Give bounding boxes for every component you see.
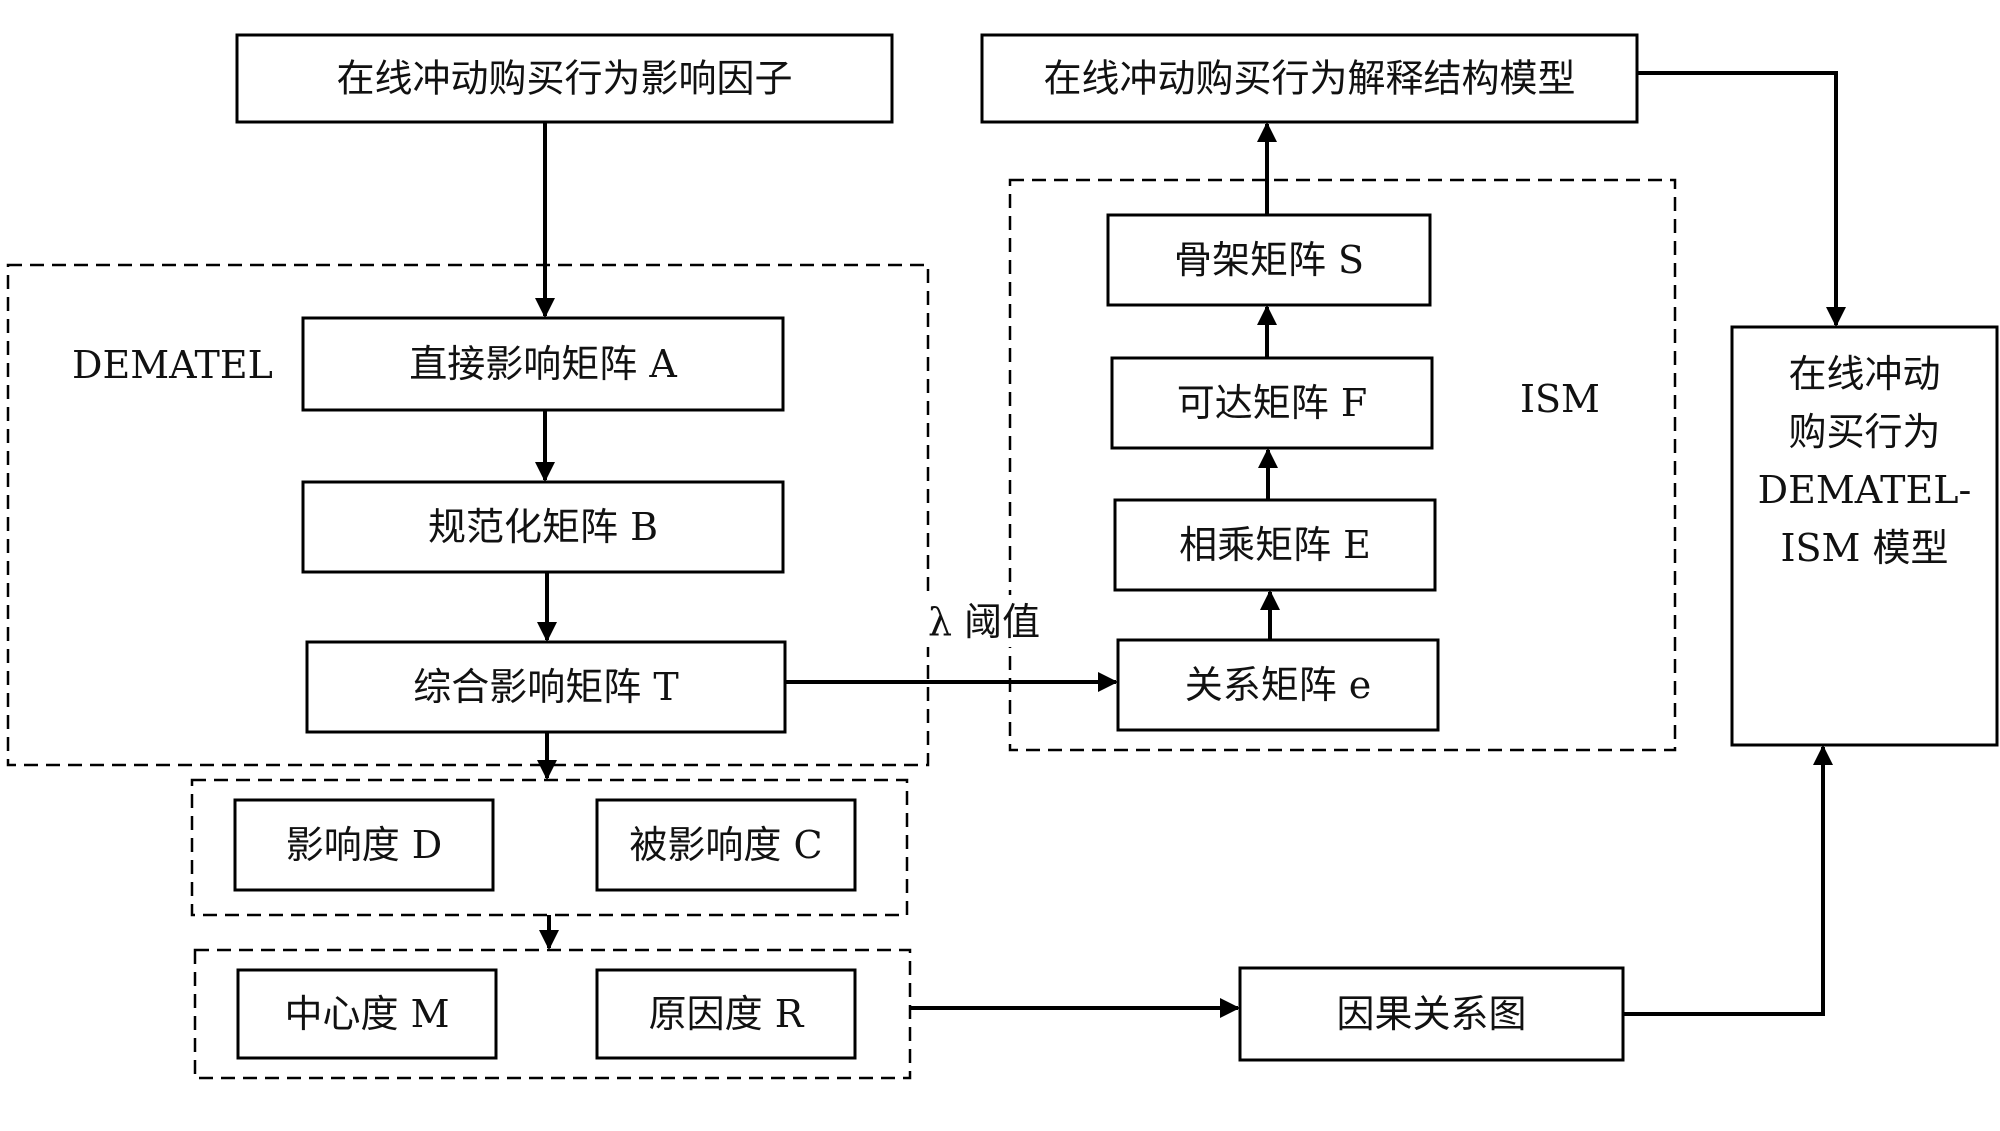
final-model-label-line-1: 在线冲动: [1788, 352, 1940, 396]
cause-r-label: 原因度 R: [649, 992, 805, 1036]
ism-model-box: [980, 33, 1639, 124]
product-e-label: 相乘矩阵 E: [1179, 523, 1371, 567]
ism-model-label: 在线冲动购买行为解释结构模型: [1043, 57, 1575, 101]
matrix-t-box: [305, 640, 787, 734]
skeleton-s-label: 骨架矩阵 S: [1174, 238, 1364, 282]
dematel-group: [6, 263, 930, 767]
matrix-t-label: 综合影响矩阵 T: [413, 665, 678, 709]
final-model-box: [1730, 325, 1999, 747]
threshold-label-bg: [890, 595, 1050, 647]
threshold-label: λ 阈值: [928, 600, 1040, 644]
cause-r-box: [595, 968, 857, 1060]
relation-e-label: 关系矩阵 e: [1185, 663, 1372, 707]
matrix-a-box: [301, 316, 785, 412]
final-model-label-line-3: DEMATEL-: [1758, 468, 1972, 512]
arrow-causal-graph-to-final: [1623, 745, 1833, 1016]
factors-box: [235, 33, 894, 124]
degree-c-label: 被影响度 C: [629, 823, 822, 867]
arrow-ism-model-to-final: [1637, 71, 1846, 327]
degree-dc-group: [190, 778, 909, 917]
reach-f-label: 可达矩阵 F: [1177, 381, 1367, 425]
degree-d-label: 影响度 D: [286, 823, 443, 867]
ism-group: [1008, 178, 1677, 752]
matrix-b-box: [301, 480, 785, 574]
center-m-box: [236, 968, 498, 1060]
factors-label: 在线冲动购买行为影响因子: [336, 57, 792, 101]
causal-graph-label: 因果关系图: [1336, 992, 1526, 1036]
relation-e-box: [1116, 638, 1440, 732]
product-e-box: [1113, 498, 1437, 592]
degree-mr-group: [193, 948, 912, 1080]
ism-group-label: ISM: [1520, 377, 1600, 421]
degree-d-box: [233, 798, 495, 892]
final-model-label-line-4: ISM 模型: [1780, 526, 1948, 570]
center-m-label: 中心度 M: [285, 992, 450, 1036]
causal-graph-box: [1238, 966, 1625, 1062]
matrix-b-label: 规范化矩阵 B: [428, 505, 658, 549]
final-model-label-line-2: 购买行为: [1788, 410, 1940, 454]
matrix-a-label: 直接影响矩阵 A: [409, 342, 677, 386]
dematel-group-label: DEMATEL: [72, 343, 273, 387]
degree-c-box: [595, 798, 857, 892]
